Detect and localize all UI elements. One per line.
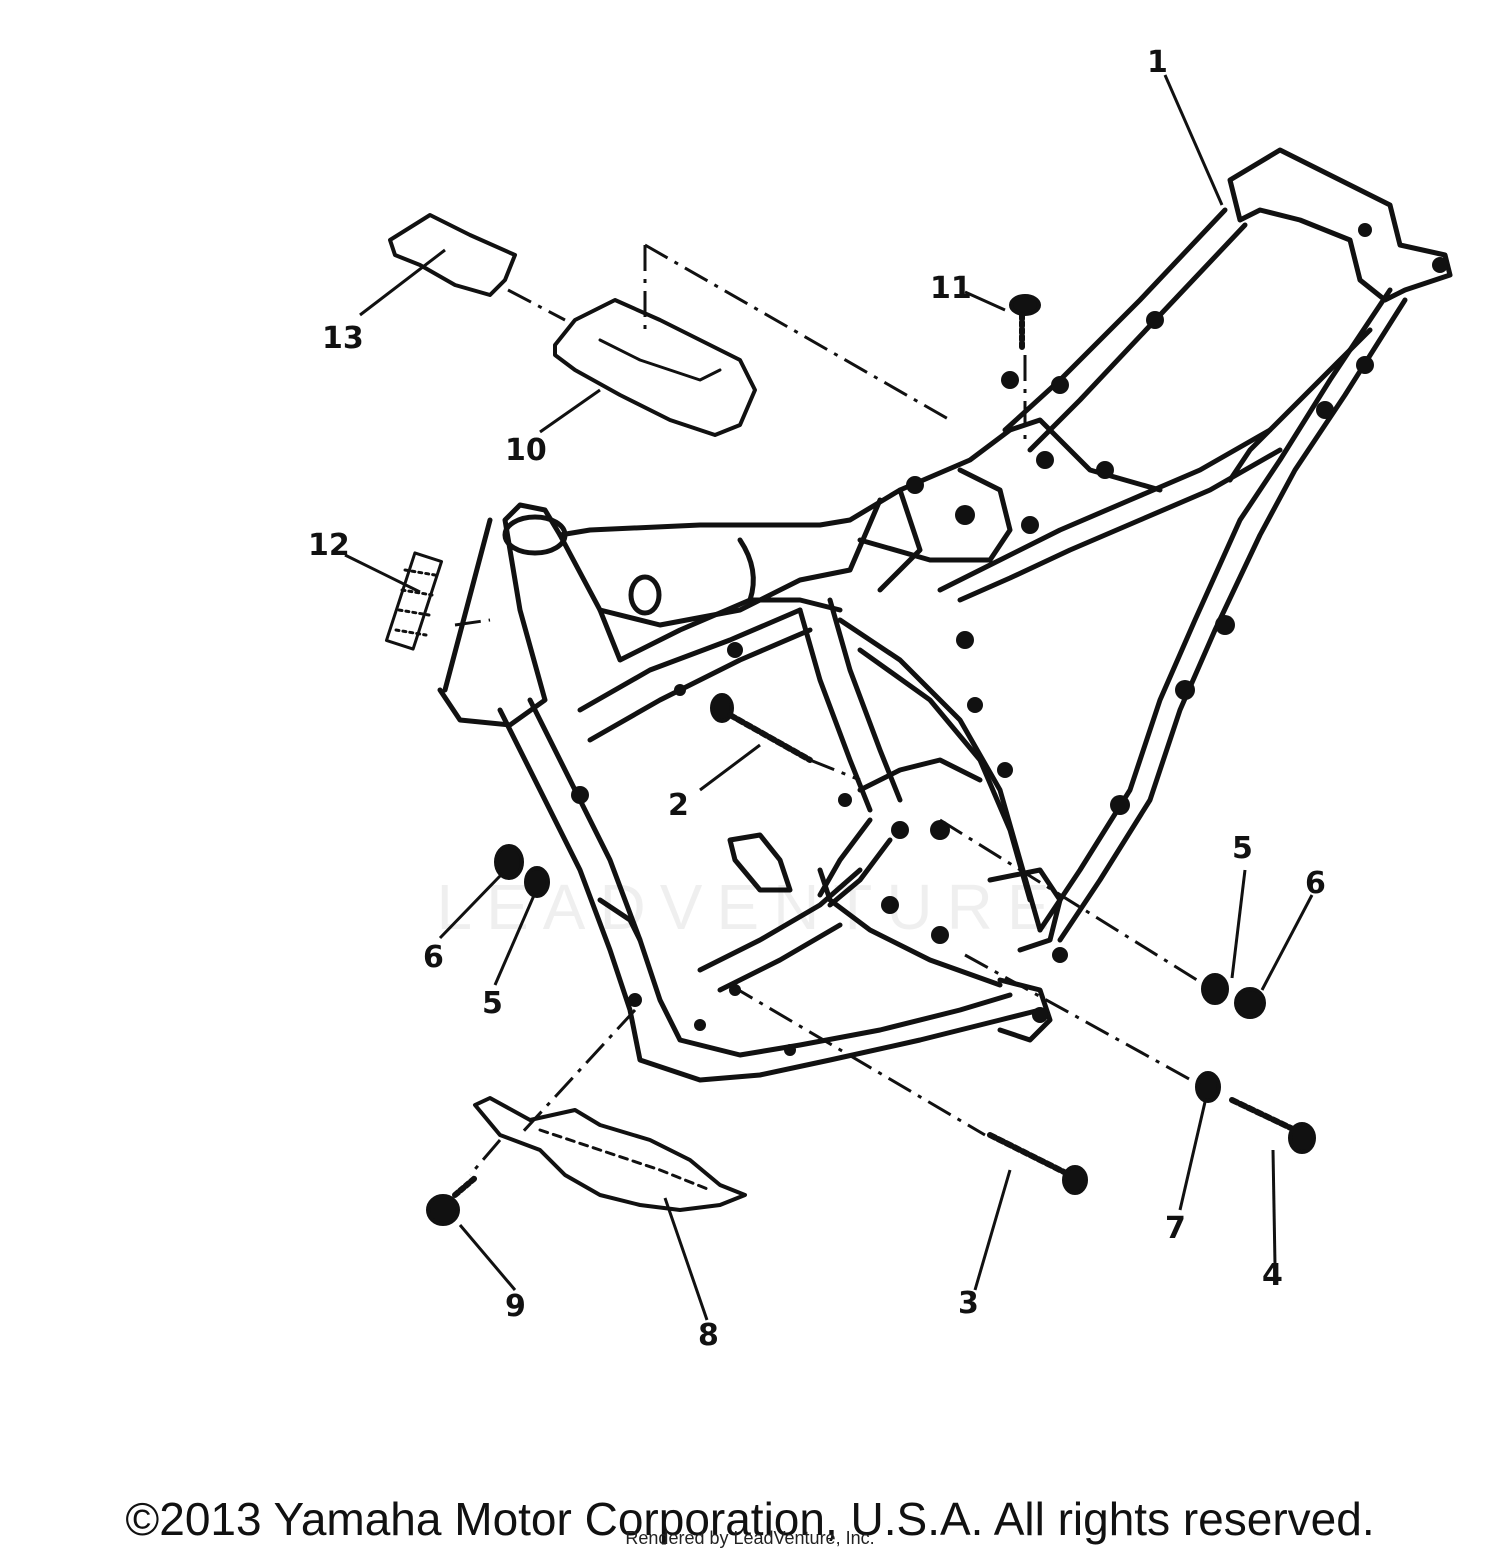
alignment-lines <box>454 243 1206 1176</box>
callout-6-right: 6 <box>1305 866 1326 901</box>
callout-6-left: 6 <box>423 940 444 975</box>
callout-7: 7 <box>1165 1211 1186 1246</box>
callout-4: 4 <box>1262 1258 1283 1293</box>
callout-12: 12 <box>308 528 350 563</box>
callout-3: 3 <box>958 1286 979 1321</box>
leader-lines <box>344 74 1314 1321</box>
copyright-text: ©2013 Yamaha Motor Corporation, U.S.A. A… <box>125 1493 1375 1545</box>
part-9-bolt <box>426 1175 478 1226</box>
main-backbone <box>437 417 1163 728</box>
callout-11: 11 <box>930 271 972 306</box>
part-5-washer-right <box>1201 973 1229 1005</box>
callout-8: 8 <box>698 1318 719 1353</box>
callout-5-left: 5 <box>482 986 503 1021</box>
callout-2: 2 <box>668 788 689 823</box>
callout-13: 13 <box>322 321 364 356</box>
callout-5-right: 5 <box>1232 831 1253 866</box>
part-11-bolt <box>1009 294 1041 353</box>
callout-labels: 1 2 3 4 5 6 7 8 9 10 11 12 13 5 6 <box>308 45 1326 1353</box>
part-3-bolt <box>987 1132 1088 1195</box>
rendered-by-text: Rendered by LeadVenture, Inc. <box>625 1528 875 1548</box>
part-2-bolt <box>710 693 813 763</box>
part-5-washer-left <box>524 866 550 898</box>
part-4-bolt <box>1229 1097 1316 1154</box>
callout-10: 10 <box>505 433 547 468</box>
part-12-reflector <box>384 551 444 651</box>
part-13-cap <box>388 213 517 297</box>
mounting-bosses <box>571 223 1448 1056</box>
part-10-cover <box>553 298 757 437</box>
part-6-nut-right <box>1234 987 1266 1019</box>
callout-1: 1 <box>1147 45 1168 80</box>
callout-9: 9 <box>505 1289 526 1324</box>
part-8-skid-plate <box>473 1096 747 1212</box>
rear-subframe <box>937 147 1453 943</box>
watermark: LEADVENTURE <box>436 871 1064 943</box>
part-6-nut-left <box>494 844 524 880</box>
part-7-collar <box>1195 1071 1221 1103</box>
cradle-tubes <box>497 597 1063 1083</box>
